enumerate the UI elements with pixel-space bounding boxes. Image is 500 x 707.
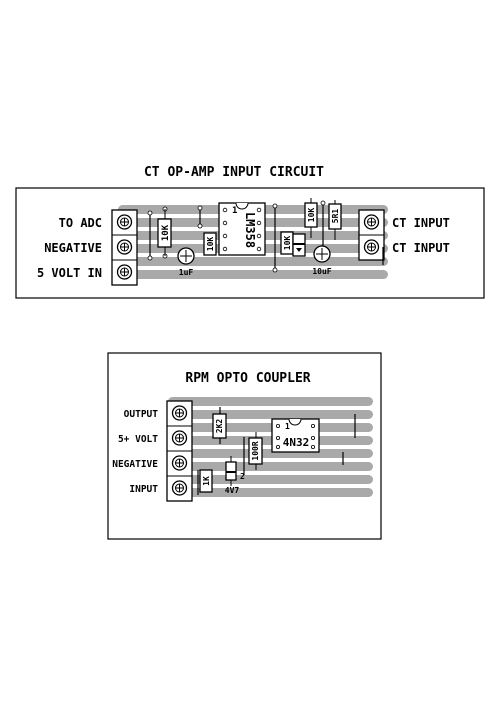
board1-title: CT OP-AMP INPUT CIRCUIT	[144, 165, 324, 180]
resistor-r4: 10K	[304, 198, 318, 238]
screw-terminal-icon	[171, 430, 188, 446]
resistor-r3-label: 10K	[283, 236, 292, 251]
diode-block	[292, 233, 306, 257]
resistor-2k2-label: 2K2	[215, 419, 224, 434]
zener-label: 4V7	[225, 486, 240, 495]
screw-terminal-icon	[116, 239, 133, 255]
label-ct-input-2: CT INPUT	[392, 241, 450, 255]
capacitor-c2-label: 10uF	[312, 267, 331, 276]
label-ct-input-1: CT INPUT	[392, 216, 450, 230]
ic-lm358: 1 LM358	[218, 202, 266, 256]
screw-terminal-icon	[363, 214, 380, 230]
resistor-1k: 1K	[199, 469, 213, 493]
ic-lm358-label: LM358	[243, 212, 257, 248]
resistor-r3: 10K	[280, 231, 294, 255]
ic-4n32-label: 4N32	[283, 436, 310, 449]
label-input: INPUT	[129, 484, 158, 495]
capacitor-c2: 10uF	[312, 245, 332, 276]
board2-outline	[107, 352, 382, 540]
resistor-r2-label: 10K	[206, 237, 215, 252]
screw-terminal-icon	[171, 405, 188, 421]
label-output: OUTPUT	[124, 409, 159, 420]
resistor-r1: 10K	[157, 209, 172, 256]
board2-terminal-left	[166, 400, 193, 502]
zener-pin-label: 2	[240, 472, 245, 481]
board1-outline	[15, 187, 485, 299]
resistor-r2: 10K	[203, 232, 217, 256]
label-5plus-volt: 5+ VOLT	[118, 434, 158, 445]
board2-title: RPM OPTO COUPLER	[185, 371, 310, 386]
resistor-2k2: 2K2	[212, 413, 227, 439]
resistor-100r: 100R	[248, 432, 263, 470]
ic-4n32-pin1: 1	[285, 422, 290, 431]
resistor-r1-label: 10K	[161, 224, 171, 241]
ic-lm358-pin1: 1	[232, 206, 237, 216]
capacitor-c1-label: 1uF	[179, 268, 194, 277]
zener-diode: 2 4V7	[225, 456, 245, 495]
screw-terminal-icon	[363, 239, 380, 255]
capacitor-c1: 1uF	[177, 247, 195, 277]
resistor-r4-label: 10K	[307, 208, 316, 223]
screw-terminal-icon	[171, 480, 188, 496]
board2-copper-strips	[168, 397, 373, 497]
resistor-r5-label: 5R1	[331, 209, 340, 224]
label-negative: NEGATIVE	[44, 241, 102, 255]
screw-terminal-icon	[116, 264, 133, 280]
screw-terminal-icon	[116, 214, 133, 230]
board1-terminal-left	[111, 209, 138, 286]
resistor-1k-label: 1K	[202, 476, 211, 486]
board1-terminal-right	[358, 209, 385, 261]
ic-4n32: 1 4N32	[271, 418, 320, 453]
label-negative-2: NEGATIVE	[112, 459, 158, 470]
screw-terminal-icon	[171, 455, 188, 471]
resistor-100r-label: 100R	[251, 441, 260, 460]
resistor-r5: 5R1	[328, 200, 342, 240]
label-5-volt-in: 5 VOLT IN	[37, 266, 102, 280]
label-to-adc: TO ADC	[59, 216, 102, 230]
